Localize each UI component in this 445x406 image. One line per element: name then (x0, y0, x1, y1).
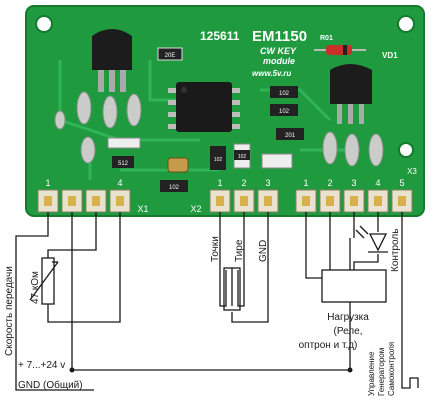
board-model: EM1150 (252, 28, 307, 45)
mount-hole-tr (397, 15, 415, 33)
label-supply: + 7...+24 v (18, 360, 65, 371)
label-gnd-key: GND (258, 240, 269, 262)
led-triangle (368, 233, 388, 252)
ic-chip (168, 82, 240, 132)
label-load-3: оптрон и т.д) (299, 340, 358, 351)
wire-dashes (237, 212, 245, 307)
resistor-102-bottom-code: 102 (169, 185, 180, 191)
pcb-board: 20E 512 102 (25, 5, 425, 217)
label-speed: Скорость передачи (4, 266, 15, 356)
wire-pot-bottom-x1-pin4 (47, 212, 121, 323)
diode-ref: R01 (320, 35, 333, 42)
x1-pin-4-label: 4 (117, 178, 122, 188)
diode-vd1 (314, 45, 366, 55)
header-x3 (295, 189, 413, 213)
resistor-20e: 20E (157, 47, 183, 61)
pads-q1 (54, 91, 142, 164)
wire-x1-pin3-pot-top (47, 212, 97, 258)
wire-x3-pin5-pulse (401, 212, 419, 389)
label-load-1: Нагрузка (327, 312, 369, 323)
board-subtitle-1: CW KEY (260, 46, 297, 56)
x3-pin-4-label: 4 (375, 178, 380, 188)
label-ground: GND (Общий) (18, 379, 83, 391)
junction-supply-right (347, 367, 353, 373)
resistor-102-a-code: 102 (279, 91, 290, 97)
resistors-middle: 102 102 201 (261, 86, 304, 169)
header-x1 (37, 189, 131, 213)
x2-pin-1-label: 1 (217, 178, 222, 188)
potentiometer (41, 257, 55, 305)
pads-q2 (322, 131, 384, 167)
resistor-201-code: 201 (285, 133, 296, 139)
label-dashes: Тире (234, 239, 245, 262)
x3-label: X3 (407, 167, 417, 176)
x2-pin-2-label: 2 (241, 178, 246, 188)
resistor-102-left: 512 (107, 137, 141, 168)
parts-near-x2: 102 102 (210, 143, 251, 170)
junction-supply (69, 367, 75, 373)
mount-hole-tl (35, 15, 53, 33)
x1-pin-1-label: 1 (45, 178, 50, 188)
pcb-edge (25, 5, 425, 217)
x3-pin-5-label: 5 (399, 178, 404, 188)
board-url: www.5v.ru (252, 69, 291, 78)
resistor-102-b-code: 102 (279, 109, 290, 115)
x3-pin-1-label: 1 (303, 178, 308, 188)
transistor-top-left (92, 29, 132, 92)
capacitor-code: 102 (214, 157, 223, 163)
x2-label: X2 (190, 204, 201, 214)
wire-x3-pin1 (305, 212, 322, 279)
wire-dots (219, 212, 227, 307)
label-pot-value: 47 кОм (30, 271, 41, 304)
label-control: Контроль (390, 229, 401, 272)
label-load-2: (Реле, (334, 326, 363, 337)
led-ray-2 (359, 225, 369, 235)
load-box (321, 269, 387, 303)
x3-pin-2-label: 2 (327, 178, 332, 188)
header-x2 (209, 189, 279, 213)
board-code: 125611 (200, 29, 240, 43)
capacitor-c1: 102 (160, 157, 189, 192)
label-gen-3: Самоконтроля (387, 342, 396, 396)
wire-gnd-common (15, 212, 94, 391)
pot-wiper (29, 261, 59, 301)
resistor-vert-code: 102 (238, 154, 247, 160)
resistor-512-code: 512 (118, 161, 129, 167)
mount-hole-r (398, 142, 414, 158)
transistor-right (330, 64, 372, 124)
vd1-label: VD1 (382, 51, 398, 60)
led-ray-1 (355, 229, 365, 239)
label-dots: Точки (210, 236, 221, 262)
board-subtitle-2: module (263, 56, 295, 66)
resistor-20e-code: 20E (165, 53, 176, 59)
label-gen-1: Управление (367, 351, 376, 396)
x2-pin-3-label: 3 (265, 178, 270, 188)
wire-led-return (353, 254, 379, 270)
wire-gnd-key (231, 212, 269, 323)
x3-pin-3-label: 3 (351, 178, 356, 188)
label-gen-2: Генератором (377, 348, 386, 396)
x1-label: X1 (137, 204, 148, 214)
